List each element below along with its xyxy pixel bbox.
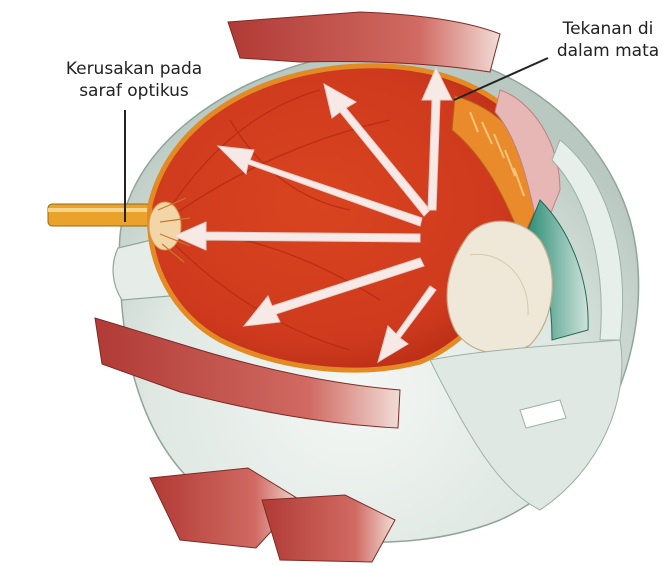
optic-disc [149,202,181,250]
optic-nerve [48,204,158,226]
intraocular-pressure-label: Tekanan di dalam mata [538,18,668,62]
optic-nerve-damage-label: Kerusakan pada saraf optikus [4,58,264,102]
